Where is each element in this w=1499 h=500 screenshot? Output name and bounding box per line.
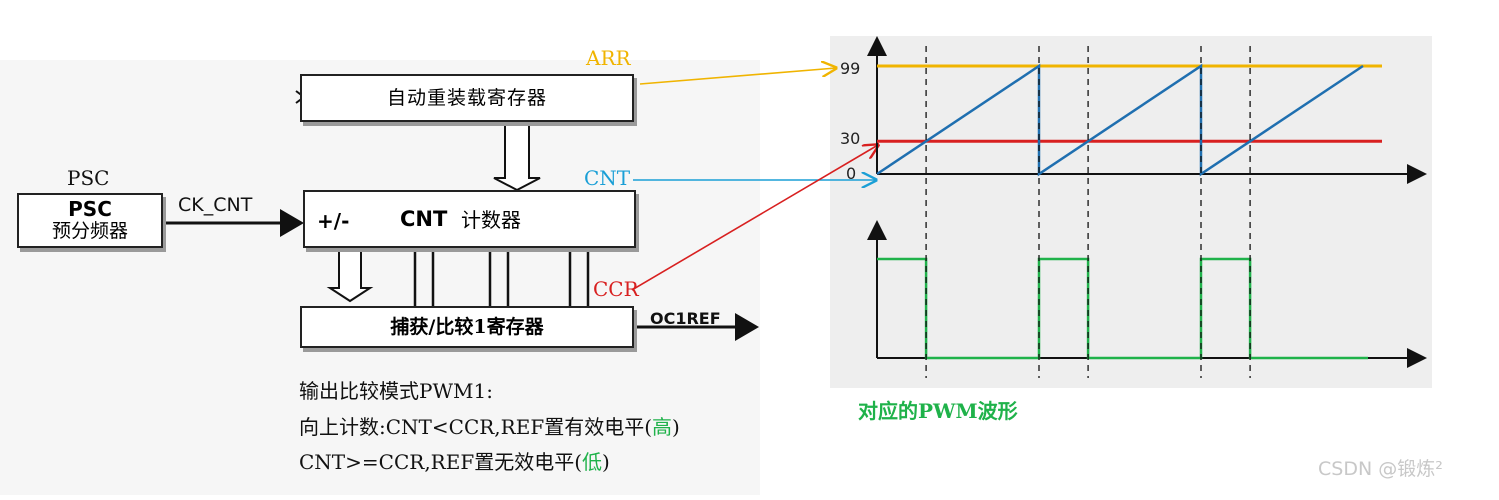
- diagram-background: [0, 60, 760, 495]
- description-line3-suffix: ): [602, 450, 610, 474]
- cnt-counter-box: +/- CNT 计数器: [303, 190, 636, 248]
- psc-top-label: PSC: [67, 166, 110, 190]
- description-line1: 输出比较模式PWM1:: [299, 379, 493, 403]
- description-line2-suffix: ): [672, 415, 680, 439]
- pwm-waveform: [877, 257, 1368, 360]
- description-line2: 向上计数:CNT<CCR,REF置有效电平(高): [299, 417, 680, 437]
- description-line2-highlight: 高: [652, 415, 672, 439]
- arr-connector: [639, 68, 836, 85]
- waveform-caption: 对应的PWM波形: [858, 399, 1018, 423]
- cnt-subtitle: 计数器: [461, 208, 521, 232]
- ccr-register-box: 捕获/比较1寄存器: [300, 306, 634, 348]
- psc-box-subtitle: 预分频器: [51, 220, 128, 242]
- psc-box: PSC 预分频器: [17, 193, 163, 248]
- tick-30: 30: [840, 129, 861, 148]
- cnt-title: CNT: [400, 207, 448, 231]
- cnt-sawtooth: [876, 63, 1364, 177]
- ccr-register-label: 捕获/比较1寄存器: [390, 316, 544, 338]
- tick-0: 0: [846, 164, 857, 183]
- arr-tag: ARR: [586, 46, 631, 70]
- ccr-tag: CCR: [593, 277, 639, 301]
- description-line3-highlight: 低: [582, 450, 603, 474]
- arr-to-cnt-arrow: [493, 122, 541, 192]
- arr-register-box: 自动重装载寄存器: [300, 74, 634, 122]
- description-line3: CNT>=CCR,REF置无效电平(低): [299, 452, 610, 472]
- psc-box-title: PSC: [68, 197, 112, 221]
- oc1ref-arrowhead: [735, 313, 759, 341]
- cnt-sign: +/-: [317, 209, 350, 233]
- ck-cnt-arrowhead: [280, 209, 304, 237]
- cnt-to-ccr-arrow: [326, 248, 374, 303]
- oc1ref-label: OC1REF: [650, 309, 721, 328]
- waveform-panel: [830, 36, 1432, 388]
- ccr-connector: [631, 145, 878, 291]
- bus-lines: [413, 248, 590, 307]
- tick-99: 99: [840, 59, 861, 78]
- watermark: CSDN @锻炼²: [1318, 458, 1443, 480]
- cnt-tag: CNT: [584, 166, 631, 190]
- description-line3-prefix: CNT>=CCR,REF置无效电平(: [299, 450, 583, 474]
- waveform-plot: [867, 36, 1427, 378]
- ck-cnt-label: CK_CNT: [178, 194, 253, 216]
- description-line2-prefix: 向上计数:CNT<CCR,REF置有效电平(: [299, 415, 652, 439]
- arr-register-label: 自动重装载寄存器: [386, 87, 547, 109]
